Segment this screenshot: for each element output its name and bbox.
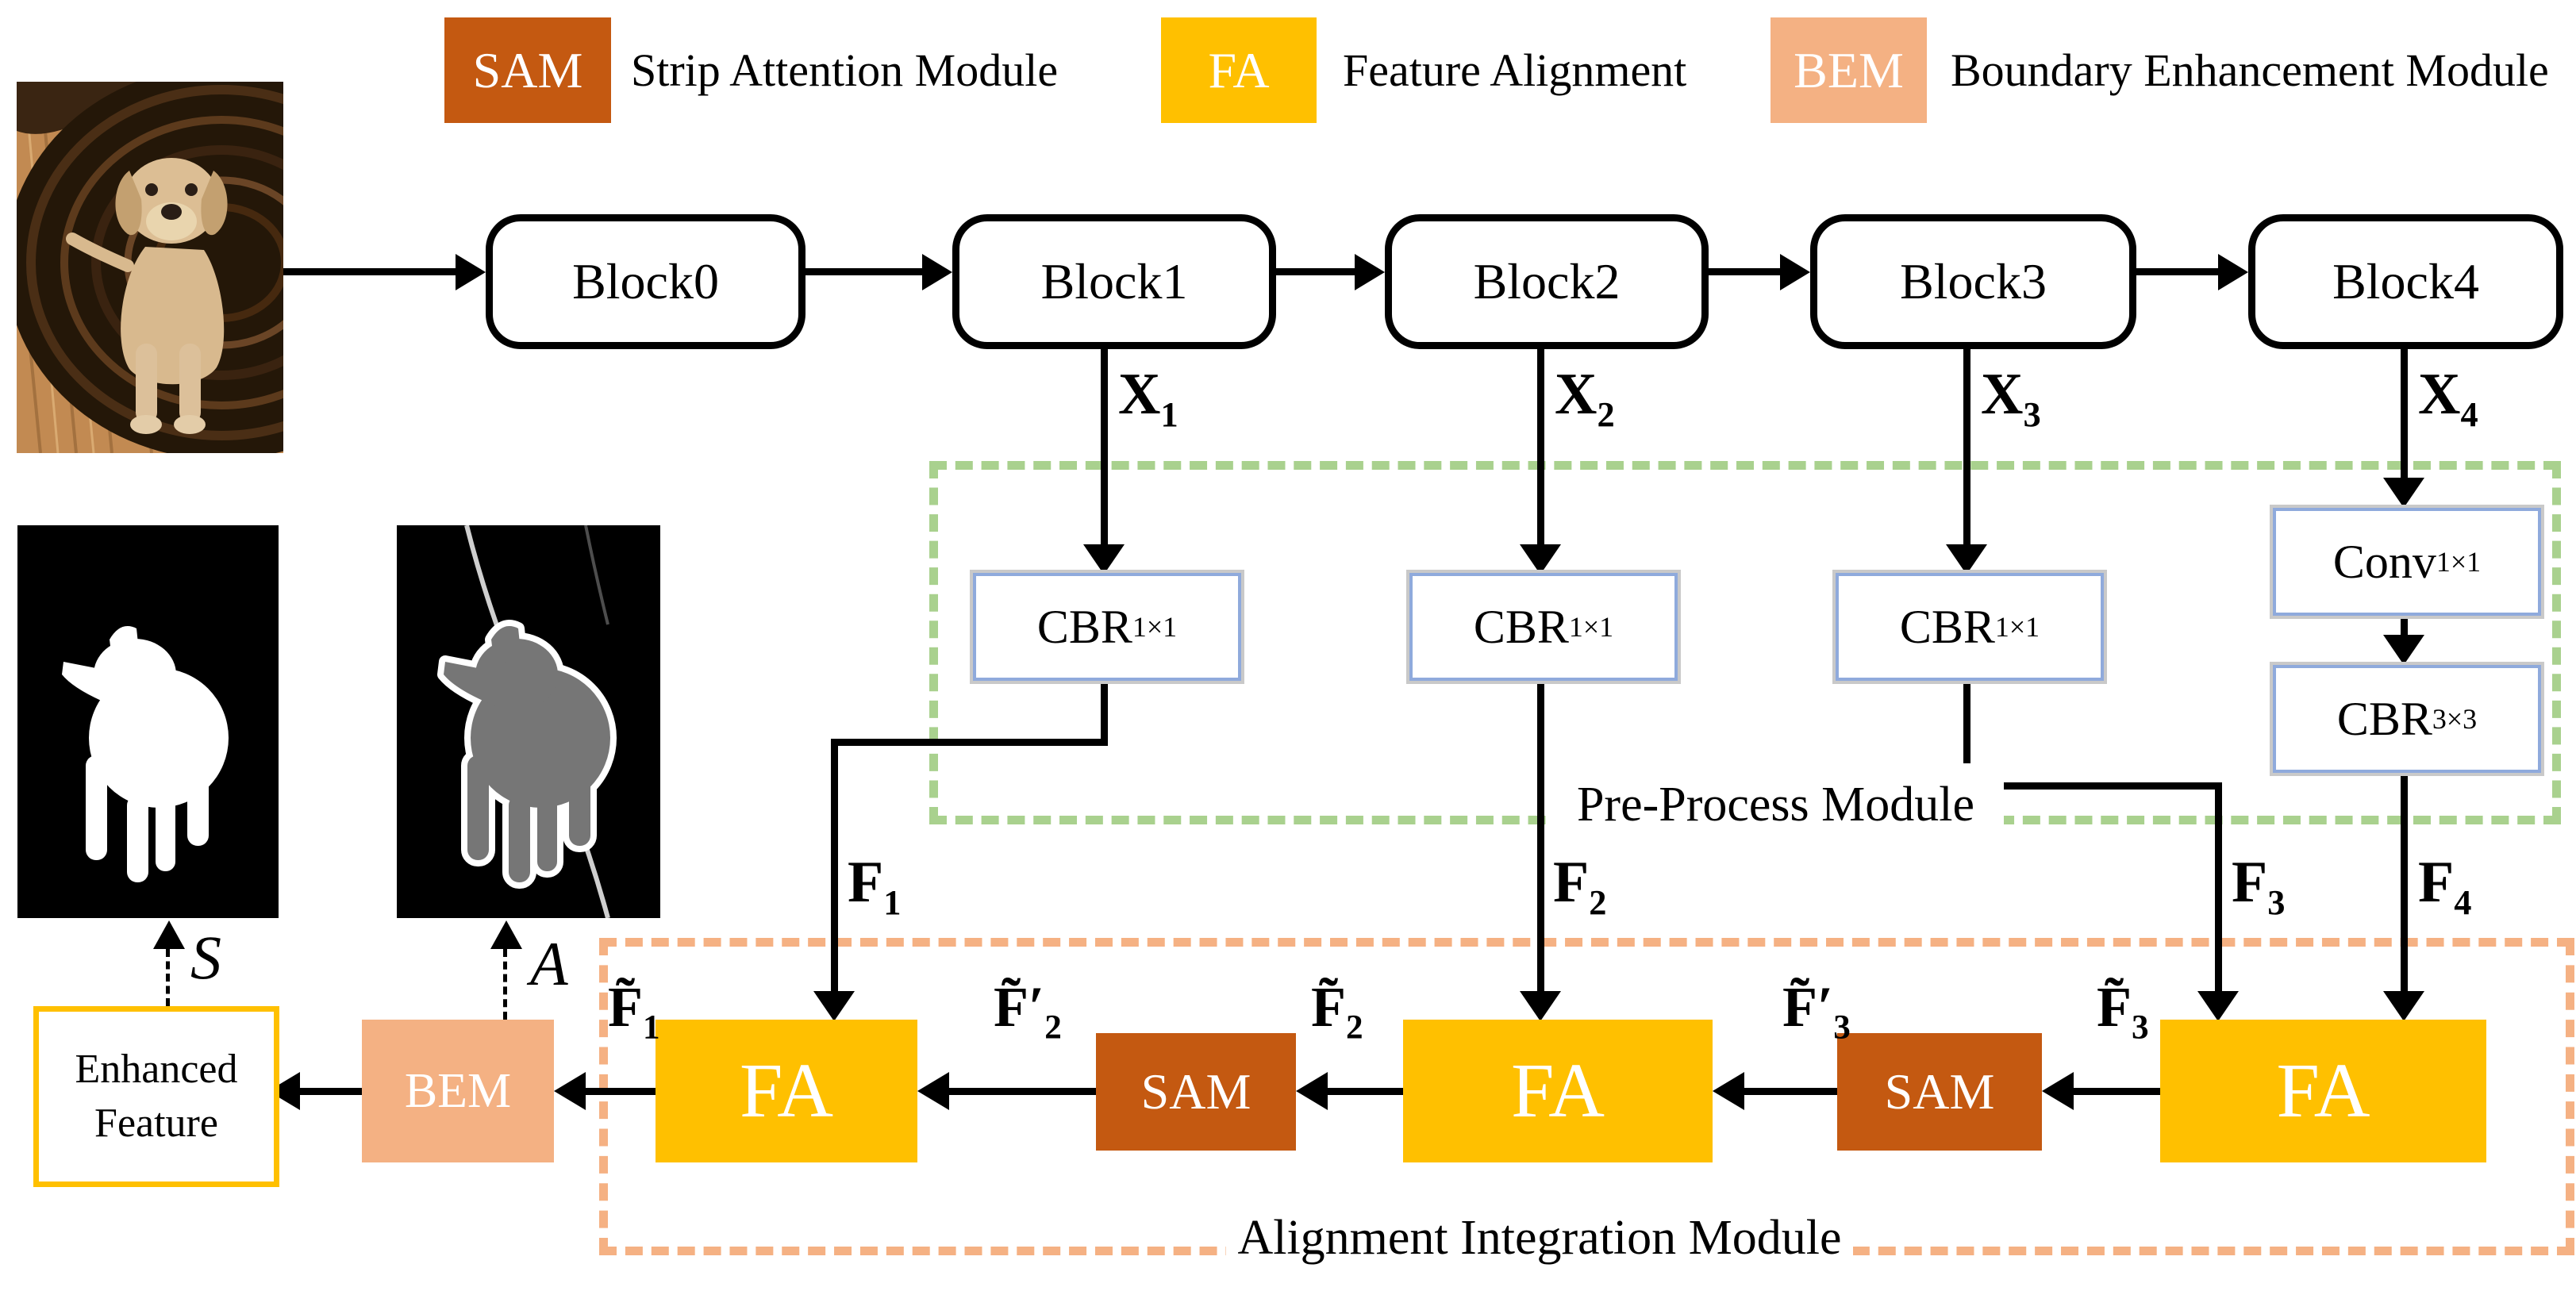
fa-box-left: FA <box>656 1020 917 1162</box>
arrow-x1 <box>1101 335 1108 548</box>
arrowhead <box>1946 544 1987 574</box>
arrow-x3 <box>1963 335 1970 548</box>
sam-box-1: SAM <box>1096 1033 1296 1151</box>
arrow-block3-block4 <box>2124 268 2220 275</box>
arrowhead <box>917 1072 949 1110</box>
arrowhead <box>2042 1072 2074 1110</box>
arrowhead <box>1780 254 1810 290</box>
legend-abbr-fa: FA <box>1208 41 1270 98</box>
f2-label: F2 <box>1553 850 1607 922</box>
arrowhead <box>1355 254 1385 290</box>
a-output-label: A <box>530 929 568 998</box>
enhanced-feature-box: Enhanced Feature <box>33 1006 279 1187</box>
arrowhead <box>2383 991 2424 1021</box>
ftilde2-prime-label: F̃′2 <box>994 975 1062 1047</box>
arrow-conv-to-cbr33 <box>2401 614 2408 636</box>
enhanced-feature-line1: Enhanced <box>75 1047 238 1093</box>
legend-swatch-sam: SAM <box>444 17 611 123</box>
ftilde1-label: F̃1 <box>608 975 660 1047</box>
legend-label-sam: Strip Attention Module <box>631 44 1059 96</box>
arrow-sam2-to-fa2 <box>1744 1088 1837 1095</box>
arrowhead <box>456 254 486 290</box>
saliency-map-image <box>17 525 279 918</box>
arrow-fa2-to-sam1 <box>1328 1088 1403 1095</box>
f1-path <box>1101 679 1108 742</box>
x3-label: X3 <box>1981 362 2041 434</box>
arrowhead <box>153 920 185 949</box>
f3-path <box>2215 782 2222 991</box>
ftilde2-label: F̃2 <box>1311 975 1363 1047</box>
arrowhead <box>2383 635 2424 665</box>
arrowhead <box>922 254 952 290</box>
arrow-sam1-to-fa1 <box>949 1088 1096 1095</box>
arrow-bem-to-boundary <box>503 949 507 1020</box>
input-image <box>17 82 283 453</box>
f2-path <box>1537 679 1544 991</box>
arrow-fa1-to-bem <box>586 1088 656 1095</box>
arrow-x4 <box>2401 335 2408 479</box>
f1-label: F1 <box>848 850 902 922</box>
ftilde3-label: F̃3 <box>2097 975 2149 1047</box>
arrow-block2-block3 <box>1695 268 1782 275</box>
s-output-label: S <box>190 923 221 992</box>
backbone-block-4: Block4 <box>2248 214 2563 349</box>
arrowhead <box>554 1072 586 1110</box>
f3-label: F3 <box>2232 850 2286 922</box>
f4-path <box>2401 771 2408 991</box>
bem-box: BEM <box>362 1020 554 1162</box>
legend-abbr-sam: SAM <box>472 41 583 98</box>
arrowhead <box>2197 991 2239 1021</box>
ftilde3-prime-label: F̃′3 <box>1782 975 1851 1047</box>
arrowhead <box>1083 544 1125 574</box>
sam-box-2: SAM <box>1837 1033 2042 1151</box>
boundary-map-image <box>397 525 660 918</box>
arrow-image-to-block0 <box>283 268 457 275</box>
arrow-x2 <box>1537 335 1544 548</box>
backbone-block-2: Block2 <box>1385 214 1709 349</box>
fa-box-middle: FA <box>1403 1020 1713 1162</box>
arrowhead <box>813 991 855 1021</box>
arrowhead <box>2218 254 2248 290</box>
legend-abbr-bem: BEM <box>1794 41 1904 98</box>
backbone-block-0: Block0 <box>486 214 805 349</box>
arrowhead <box>1713 1072 1744 1110</box>
backbone-block-3: Block3 <box>1810 214 2136 349</box>
legend-swatch-bem: BEM <box>1771 17 1927 123</box>
puppy <box>66 158 228 434</box>
arrowhead <box>1520 544 1561 574</box>
backbone-block-1: Block1 <box>952 214 1276 349</box>
f4-label: F4 <box>2418 850 2472 922</box>
f1-path <box>831 739 838 991</box>
f3-path <box>1963 782 2222 790</box>
arrow-enhanced-to-saliency <box>166 949 170 1006</box>
f3-path <box>1963 679 1970 786</box>
x2-label: X2 <box>1555 362 1615 434</box>
arrow-block1-block2 <box>1263 268 1356 275</box>
f1-path <box>831 739 1108 746</box>
enhanced-feature-line2: Feature <box>94 1101 218 1146</box>
x1-label: X1 <box>1118 362 1178 434</box>
arrow-bem-to-enhanced <box>300 1088 362 1095</box>
x4-label: X4 <box>2418 362 2478 434</box>
legend-swatch-fa: FA <box>1161 17 1317 123</box>
preprocess-module-label: Pre-Process Module <box>1548 763 2004 847</box>
arrow-fa3-to-sam2 <box>2074 1088 2160 1095</box>
arrowhead <box>1520 991 1561 1021</box>
arrowhead <box>490 920 522 949</box>
fa-box-right: FA <box>2160 1020 2486 1162</box>
arrow-block0-block1 <box>794 268 924 275</box>
alignment-integration-module-label: Alignment Integration Module <box>1226 1197 1853 1280</box>
arrowhead <box>1296 1072 1328 1110</box>
arrowhead <box>2383 478 2424 508</box>
legend-label-bem: Boundary Enhancement Module <box>1951 44 2549 96</box>
legend-label-fa: Feature Alignment <box>1343 44 1687 96</box>
